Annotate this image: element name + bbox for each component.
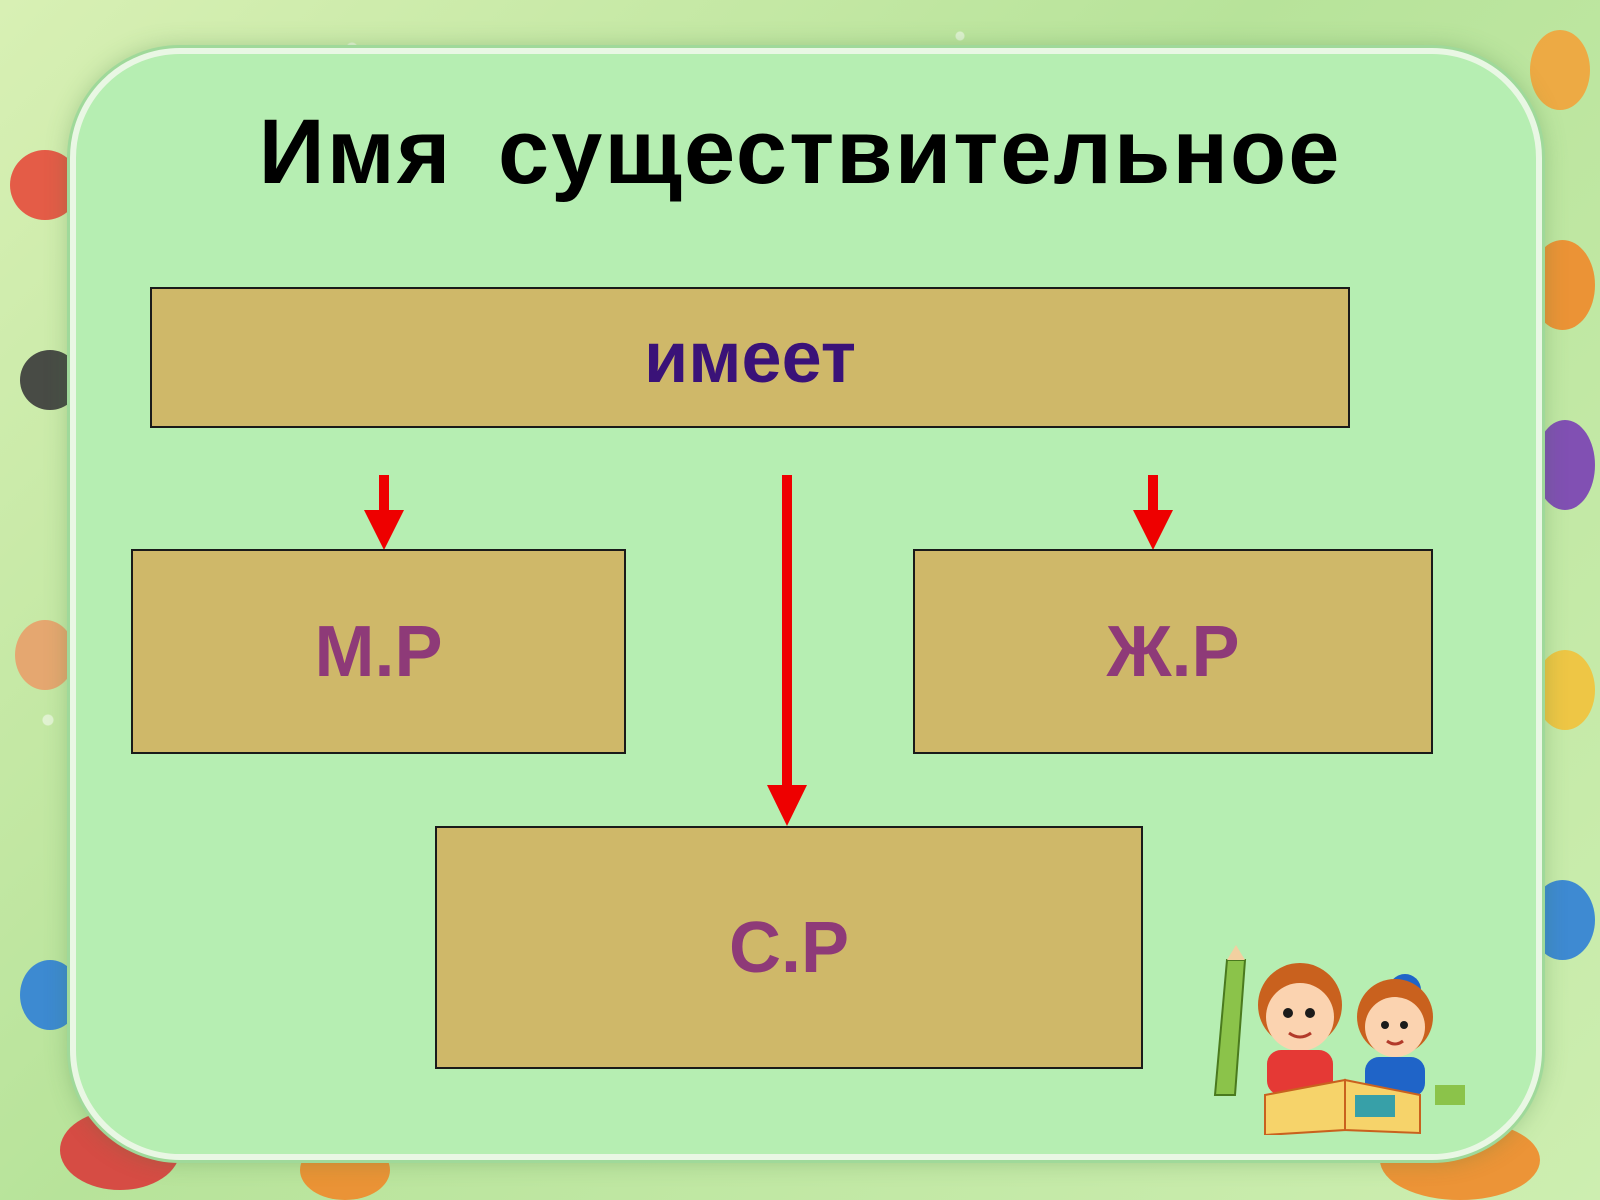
children-reading-illustration — [1213, 945, 1465, 1135]
toy-decoration — [1530, 30, 1590, 110]
arrow-to-masculine — [364, 475, 404, 550]
box-feminine: Ж.Р — [913, 549, 1433, 754]
toy-decoration — [10, 150, 80, 220]
box-feminine-label: Ж.Р — [1106, 611, 1240, 692]
box-neuter-label: С.Р — [728, 907, 850, 988]
box-masculine-label: М.Р — [314, 611, 443, 692]
page-title: Имя существительное — [258, 101, 1342, 203]
arrow-to-feminine — [1133, 475, 1173, 550]
toy-decoration — [15, 620, 75, 690]
box-has: имеет — [150, 287, 1350, 428]
toy-decoration — [1535, 420, 1595, 510]
box-has-label: имеет — [644, 317, 856, 398]
box-masculine: М.Р — [131, 549, 626, 754]
arrow-to-neuter — [767, 475, 807, 826]
toy-decoration — [1535, 650, 1595, 730]
box-neuter: С.Р — [435, 826, 1143, 1069]
